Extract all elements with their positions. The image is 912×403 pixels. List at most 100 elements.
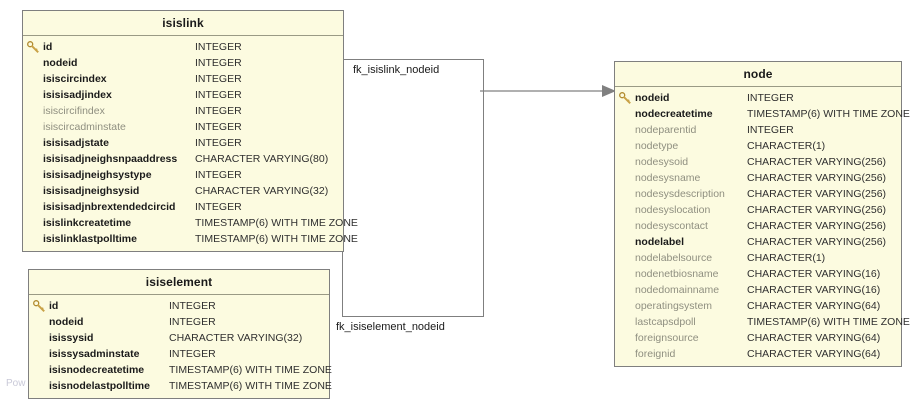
column-type: INTEGER	[195, 105, 242, 117]
column-row: id INTEGER	[29, 298, 329, 314]
entity-title-isislink: isislink	[23, 11, 343, 36]
key-icon	[26, 40, 39, 53]
column-row: isisisadjneighsystype INTEGER	[23, 167, 343, 183]
column-row: nodelabelsource CHARACTER(1)	[615, 250, 901, 266]
column-name: isislinkcreatetime	[43, 217, 132, 229]
column-type: INTEGER	[195, 57, 242, 69]
column-type: CHARACTER VARYING(64)	[747, 348, 881, 360]
column-row: isisisadjneighsysid CHARACTER VARYING(32)	[23, 183, 343, 199]
column-name: nodesyslocation	[635, 204, 711, 216]
column-row: nodesysdescription CHARACTER VARYING(256)	[615, 186, 901, 202]
column-name: nodelabelsource	[635, 252, 713, 264]
column-row: nodeparentid INTEGER	[615, 122, 901, 138]
column-row: isisisadjnbrextendedcircid INTEGER	[23, 199, 343, 215]
key-icon	[32, 299, 45, 312]
column-row: isislinklastpolltime TIMESTAMP(6) WITH TI…	[23, 231, 358, 247]
column-type: CHARACTER VARYING(64)	[747, 332, 881, 344]
column-type: TIMESTAMP(6) WITH TIME ZONE	[195, 233, 358, 245]
column-name: isislinklastpolltime	[43, 233, 137, 245]
column-type: CHARACTER VARYING(256)	[747, 172, 887, 184]
column-row: isissysadminstate INTEGER	[29, 346, 329, 362]
column-type: CHARACTER(1)	[747, 252, 826, 264]
column-type: CHARACTER VARYING(32)	[195, 185, 329, 197]
column-name: operatingsystem	[635, 300, 713, 312]
column-name: isisnodelastpolltime	[49, 380, 150, 392]
primary-key-cell	[29, 299, 49, 313]
column-type: INTEGER	[169, 348, 216, 360]
column-type: CHARACTER VARYING(32)	[169, 332, 303, 344]
column-row: nodenetbiosname CHARACTER VARYING(16)	[615, 266, 901, 282]
column-type: INTEGER	[195, 41, 242, 53]
column-name: foreignsource	[635, 332, 699, 344]
column-name: nodenetbiosname	[635, 268, 719, 280]
column-name: nodedomainname	[635, 284, 720, 296]
column-name: nodeparentid	[635, 124, 697, 136]
column-name: nodeid	[635, 92, 670, 104]
column-type: INTEGER	[195, 169, 242, 181]
column-name: id	[43, 41, 53, 53]
column-name: id	[49, 300, 59, 312]
column-type: TIMESTAMP(6) WITH TIME ZONE	[195, 217, 358, 229]
column-name: isiscircindex	[43, 73, 107, 85]
primary-key-cell	[615, 91, 635, 105]
column-name: isisisadjindex	[43, 89, 112, 101]
column-type: INTEGER	[195, 201, 242, 213]
column-name: nodetype	[635, 140, 679, 152]
column-name: isissysadminstate	[49, 348, 140, 360]
column-row: isisnodelastpolltime TIMESTAMP(6) WITH TI…	[29, 378, 332, 394]
relationship-label-fk-isiselement-nodeid: fk_isiselement_nodeid	[336, 321, 445, 333]
column-name: nodesysdescription	[635, 188, 725, 200]
entity-title-isiselement: isiselement	[29, 270, 329, 295]
column-name: isisisadjneighsystype	[43, 169, 152, 181]
column-type: INTEGER	[747, 124, 794, 136]
column-type: INTEGER	[169, 316, 216, 328]
column-row: isislinkcreatetime TIMESTAMP(6) WITH TIME…	[23, 215, 358, 231]
column-name: isissysid	[49, 332, 94, 344]
column-type: TIMESTAMP(6) WITH TIME ZONE	[747, 316, 910, 328]
column-type: INTEGER	[169, 300, 216, 312]
column-row: nodesysoid CHARACTER VARYING(256)	[615, 154, 901, 170]
column-name: nodeid	[43, 57, 78, 69]
column-name: isisisadjstate	[43, 137, 109, 149]
column-row: isissysid CHARACTER VARYING(32)	[29, 330, 329, 346]
key-icon	[618, 91, 631, 104]
column-type: CHARACTER VARYING(256)	[747, 156, 887, 168]
entity-title-node: node	[615, 62, 901, 87]
column-row: lastcapsdpoll TIMESTAMP(6) WITH TIME ZONE	[615, 314, 910, 330]
column-type: CHARACTER VARYING(80)	[195, 153, 329, 165]
column-name: isisisadjnbrextendedcircid	[43, 201, 176, 213]
column-name: nodeid	[49, 316, 84, 328]
column-type: CHARACTER VARYING(16)	[747, 268, 881, 280]
column-name: nodesysoid	[635, 156, 689, 168]
column-type: INTEGER	[195, 121, 242, 133]
column-name: nodesysname	[635, 172, 701, 184]
column-type: TIMESTAMP(6) WITH TIME ZONE	[747, 108, 910, 120]
column-row: id INTEGER	[23, 39, 343, 55]
column-type: CHARACTER(1)	[747, 140, 826, 152]
column-type: CHARACTER VARYING(256)	[747, 188, 887, 200]
column-name: isisisadjneighsysid	[43, 185, 140, 197]
column-type: INTEGER	[195, 73, 242, 85]
column-name: isisnodecreatetime	[49, 364, 145, 376]
column-type: CHARACTER VARYING(16)	[747, 284, 881, 296]
column-name: isiscircifindex	[43, 105, 105, 117]
column-type: TIMESTAMP(6) WITH TIME ZONE	[169, 380, 332, 392]
column-name: lastcapsdpoll	[635, 316, 696, 328]
